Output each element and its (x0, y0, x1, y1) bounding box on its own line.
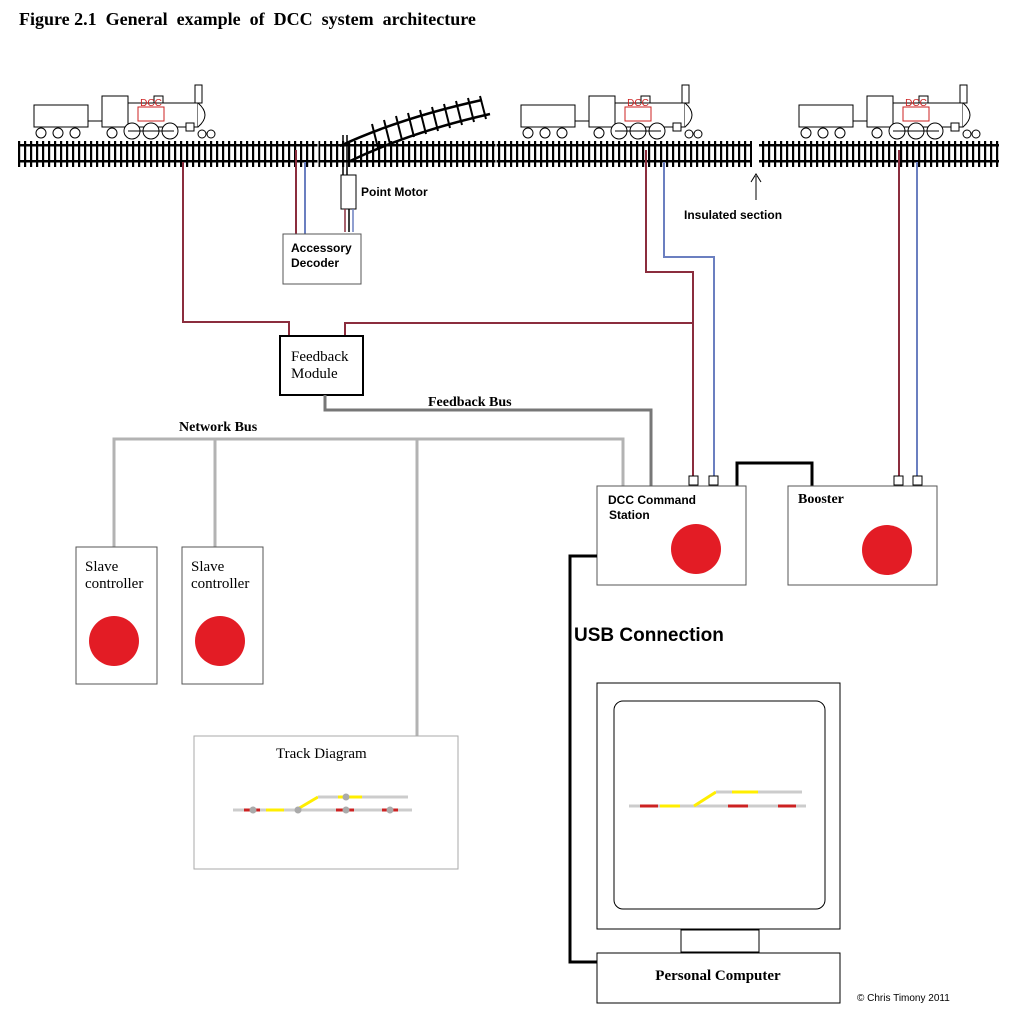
command-station-knob[interactable] (671, 524, 721, 574)
turnout (339, 95, 491, 164)
screen-track-diagram (629, 790, 806, 808)
booster-link (735, 461, 814, 486)
slave-controller-line2: controller (191, 576, 249, 592)
locomotive-1: DCC (33, 84, 216, 140)
accessory-decoder-line2: Decoder (291, 256, 339, 270)
booster-knob[interactable] (862, 525, 912, 575)
track-diagram-panel: Track Diagram (193, 735, 459, 870)
slave-controller-knob[interactable] (89, 616, 139, 666)
monitor-stand (680, 929, 760, 953)
personal-computer-label: Personal Computer (655, 968, 781, 984)
slave-controller-1: Slave controller (75, 546, 158, 685)
locomotive-3: DCC (798, 84, 981, 140)
network-bus: Network Bus (112, 420, 625, 736)
personal-computer: Personal Computer (596, 682, 841, 1004)
copyright: © Chris Timony 2011 (857, 993, 950, 1004)
booster-label: Booster (798, 492, 844, 507)
track-diagram-schematic (233, 793, 412, 814)
loco-dcc-badge: DCC (627, 98, 649, 109)
point-motor: Point Motor (340, 135, 428, 232)
slave-controller-line1: Slave (191, 559, 225, 575)
computer-base (596, 952, 841, 1004)
feedback-module-line1: Feedback (291, 349, 349, 365)
feedback-module: Feedback Module (279, 335, 364, 396)
feedback-module-line2: Module (291, 366, 338, 382)
dcc-command-station: DCC Command Station (596, 475, 747, 586)
usb-connection: USB Connection (568, 554, 724, 964)
insulated-section-marker: Insulated section (684, 173, 782, 222)
feedback-bus: Feedback Bus (323, 395, 653, 486)
insulated-section-label: Insulated section (684, 208, 782, 222)
accessory-decoder-line1: Accessory (291, 241, 352, 255)
track-terminal (708, 475, 719, 486)
booster: Booster (787, 475, 938, 586)
slave-controller-line2: controller (85, 576, 143, 592)
track-terminal (688, 475, 699, 486)
wiring (182, 150, 918, 476)
command-station-line2: Station (609, 508, 650, 522)
loco-dcc-badge: DCC (905, 98, 927, 109)
locomotive-2: DCC (520, 84, 703, 140)
network-bus-label: Network Bus (179, 420, 258, 435)
command-station-line1: DCC Command (608, 493, 696, 507)
track-terminal (912, 475, 923, 486)
track-terminal (893, 475, 904, 486)
loco-dcc-badge: DCC (140, 98, 162, 109)
usb-connection-label: USB Connection (574, 625, 724, 646)
feedback-bus-label: Feedback Bus (428, 395, 512, 410)
point-motor-label: Point Motor (361, 185, 428, 199)
figure-title: Figure 2.1 General example of DCC system… (19, 9, 476, 29)
track (18, 95, 999, 170)
slave-controller-knob[interactable] (195, 616, 245, 666)
accessory-decoder: Accessory Decoder (282, 233, 362, 285)
track-diagram-label: Track Diagram (276, 746, 367, 762)
slave-controller-2: Slave controller (181, 546, 264, 685)
slave-controller-line1: Slave (85, 559, 119, 575)
